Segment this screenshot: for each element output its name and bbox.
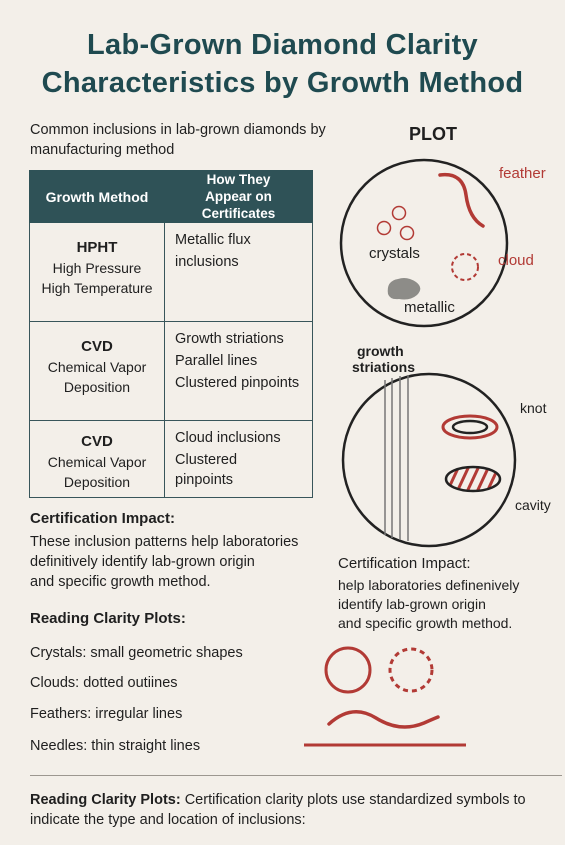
certification-line: help laboratories definenively	[338, 577, 520, 593]
footer-body: Certification clarity plots use standard…	[30, 792, 526, 828]
method-cell: CVD Chemical Vapor Deposition	[29, 321, 165, 421]
header-how-they-appear: How They Appear on Certificates	[164, 170, 313, 223]
feather-label: feather	[499, 165, 546, 182]
knot-mark-inner	[451, 419, 489, 435]
metallic-label: metallic	[404, 299, 455, 316]
certification-impact-text-right: help laboratories definenively identify …	[338, 576, 553, 633]
plot1-title: PLOT	[409, 124, 457, 144]
metallic-mark	[387, 278, 421, 300]
appearance-line: Cloud inclusions	[175, 430, 281, 446]
method-desc-line: Deposition	[63, 379, 131, 395]
header-appear-on-certificates: Appear on Certificates	[201, 189, 276, 221]
cavity-hatching	[446, 467, 500, 491]
footer-text: Reading Clarity Plots: Certification cla…	[30, 790, 550, 830]
knot-label: knot	[520, 400, 547, 416]
title-line-2: Characteristics by Growth Method	[41, 67, 524, 99]
cloud-mark	[451, 253, 479, 281]
certification-impact-heading: Certification Impact:	[30, 510, 176, 527]
method-cell: HPHT High Pressure High Temperature	[29, 222, 165, 322]
header-how-they: How They	[206, 172, 271, 187]
table-header-row: Growth Method How They Appear on Certifi…	[29, 170, 313, 223]
striations-label-line2: striations	[352, 359, 415, 375]
crystal-mark	[376, 220, 392, 236]
method-name: CVD	[81, 338, 113, 355]
appearance-line: Metallic flux	[175, 232, 251, 248]
appearance-cell: Cloud inclusions Clustered pinpoints	[164, 420, 313, 498]
plot2-diamond-outline	[341, 372, 517, 548]
legend-item-crystals: Crystals: small geometric shapes	[30, 645, 243, 661]
certification-line: and specific growth method.	[338, 615, 513, 631]
method-name: HPHT	[76, 239, 118, 256]
certification-impact-text: These inclusion patterns help laboratori…	[30, 532, 330, 592]
method-name: CVD	[81, 433, 113, 450]
appearance-line: Growth striations	[175, 331, 284, 347]
certification-line: and specific growth method.	[30, 574, 211, 590]
feather-mark	[438, 172, 485, 228]
cloud-symbol	[388, 647, 434, 693]
title-line-1: Lab-Grown Diamond Clarity	[87, 29, 478, 61]
certification-line: definitively identify lab-grown origin	[30, 554, 255, 570]
crystal-symbol	[324, 646, 372, 694]
appearance-line: Clustered pinpoints	[175, 375, 300, 391]
table-row: CVD Chemical Vapor Deposition Cloud incl…	[29, 420, 313, 498]
cavity-mark	[444, 465, 502, 493]
feather-symbol	[327, 710, 440, 729]
appearance-line: Parallel lines	[175, 353, 258, 369]
cloud-label: cloud	[498, 252, 534, 269]
growth-label-line1: growth	[357, 343, 404, 359]
header-growth-method: Growth Method	[29, 170, 165, 223]
method-desc-line: High Pressure	[52, 260, 142, 276]
certification-impact-heading-right: Certification Impact:	[338, 555, 471, 572]
legend-item-needles: Needles: thin straight lines	[30, 738, 201, 754]
appearance-line: inclusions	[175, 254, 239, 270]
page-title: Lab-Grown Diamond Clarity Characteristic…	[0, 26, 565, 102]
method-desc-line: Deposition	[63, 474, 131, 490]
table-row: CVD Chemical Vapor Deposition Growth str…	[29, 321, 313, 421]
crystal-mark	[391, 205, 407, 221]
footer-heading: Reading Clarity Plots:	[30, 792, 181, 808]
legend-item-feathers: Feathers: irregular lines	[30, 706, 183, 722]
certification-line: identify lab-grown origin	[338, 596, 486, 612]
knot-mark-outer	[441, 414, 499, 440]
reading-plots-heading: Reading Clarity Plots:	[30, 610, 186, 627]
crystal-mark	[399, 225, 415, 241]
method-desc-line: Chemical Vapor	[47, 454, 147, 470]
table-row: HPHT High Pressure High Temperature Meta…	[29, 222, 313, 322]
plot1-diamond-outline	[339, 158, 509, 328]
crystals-label: crystals	[369, 245, 420, 262]
method-desc-line: High Temperature	[41, 280, 153, 296]
method-cell: CVD Chemical Vapor Deposition	[29, 420, 165, 498]
growth-method-table: Growth Method How They Appear on Certifi…	[29, 170, 313, 498]
appearance-line: Clustered	[175, 452, 238, 468]
footer-divider	[30, 775, 562, 776]
appearance-line: pinpoints	[175, 472, 234, 488]
appearance-cell: Growth striations Parallel lines Cluster…	[164, 321, 313, 421]
certification-line: These inclusion patterns help laboratori…	[30, 534, 299, 550]
method-desc-line: Chemical Vapor	[47, 359, 147, 375]
intro-text: Common inclusions in lab-grown diamonds …	[30, 122, 326, 158]
cavity-label: cavity	[515, 497, 551, 513]
legend-item-clouds: Clouds: dotted outiines	[30, 675, 178, 691]
